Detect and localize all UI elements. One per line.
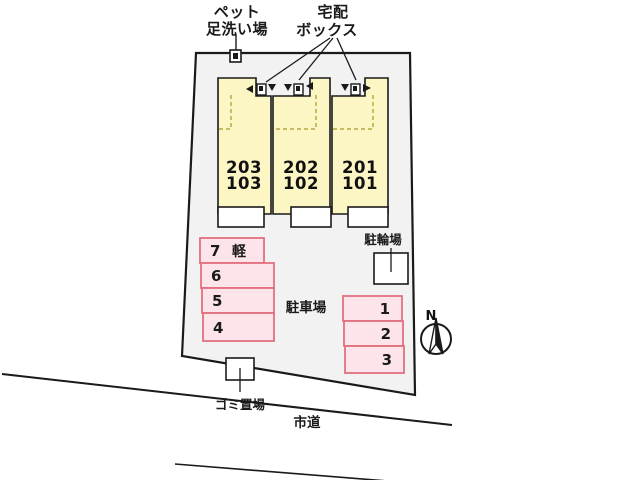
compass-north-label: N [426, 309, 437, 324]
road-edge-lower [174, 463, 386, 480]
parking-stall-7: 7 軽 [199, 237, 265, 264]
delivery-box-leader-lines [265, 37, 357, 83]
entrance-porch-east [347, 206, 389, 228]
parking-stall-3-number: 3 [382, 351, 392, 369]
parking-lot-label: 駐車場 [286, 299, 327, 316]
parking-stall-3: 3 [344, 345, 405, 374]
delivery-box-label-line1: 宅配 [317, 3, 348, 21]
parking-stall-7-number: 7 [210, 242, 220, 260]
building-unit-east: 201 101 [331, 77, 389, 215]
unit-label-lower-103: 103 [226, 174, 262, 193]
pet-wash-label-line1: ペット [214, 3, 261, 21]
entrance-porch-west [217, 206, 265, 228]
parking-stall-2-number: 2 [381, 325, 391, 343]
bicycle-parking-label: 駐輪場 [364, 232, 402, 247]
delivery-box-icon-3 [341, 83, 371, 96]
parking-stall-5: 5 [201, 287, 275, 314]
parking-stall-1: 1 [342, 295, 403, 322]
unit-label-lower-102: 102 [283, 174, 319, 193]
unit-label-upper-203: 203 [226, 158, 262, 177]
unit-label-lower-101: 101 [342, 174, 378, 193]
road-edge-upper [1, 373, 453, 426]
parking-stall-1-number: 1 [380, 300, 390, 318]
building-unit-center: 202 102 [272, 77, 331, 215]
parking-stall-5-number: 5 [212, 292, 222, 310]
delivery-box-icon-2 [284, 82, 313, 96]
delivery-box-icon-1 [246, 83, 276, 96]
garbage-area-label: ゴミ置場 [215, 397, 266, 412]
pet-wash-icon [229, 49, 242, 63]
unit-label-upper-202: 202 [283, 158, 319, 177]
parking-stall-4-number: 4 [213, 319, 223, 337]
unit-label-upper-201: 201 [342, 158, 378, 177]
city-road-label: 市道 [294, 414, 321, 431]
parking-stall-2: 2 [343, 320, 404, 347]
compass-rose: N [420, 309, 452, 355]
entrance-porch-center [290, 206, 332, 228]
parking-stall-7-note: 軽 [232, 243, 247, 260]
delivery-box-label-line2: ボックス [296, 21, 358, 39]
parking-stall-4: 4 [202, 312, 275, 342]
building-unit-west: 203 103 [217, 77, 272, 215]
pet-wash-label-line2: 足洗い場 [206, 20, 268, 38]
parking-stall-6: 6 [200, 262, 275, 289]
parking-stall-6-number: 6 [211, 267, 221, 285]
